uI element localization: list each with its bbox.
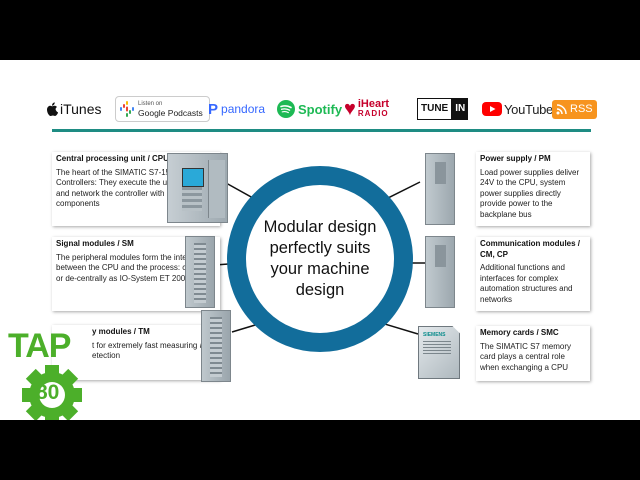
spotify-label: Spotify — [298, 101, 343, 117]
signal-module — [185, 236, 215, 308]
card-cm-title: Communication modules / CM, CP — [480, 239, 581, 259]
card-cpu-body: The heart of the SIMATIC S7-1500 Control… — [56, 167, 211, 209]
podcast-divider — [52, 129, 591, 132]
communication-module — [425, 236, 455, 308]
google-podcasts-icon — [120, 101, 134, 117]
card-smc-title: Memory cards / SMC — [480, 328, 559, 337]
itunes-link[interactable]: iTunes — [46, 98, 102, 120]
apple-icon — [47, 102, 58, 116]
google-small-label: Listen on — [138, 101, 163, 107]
pandora-icon: P — [208, 100, 219, 118]
card-pm-body: Load power supplies deliver 24V to the C… — [480, 167, 580, 219]
memory-card-brand: SIEMENS — [423, 332, 446, 338]
spotify-icon — [277, 100, 295, 118]
pandora-label: pandora — [221, 102, 266, 116]
iheart-icon: ♥ — [344, 98, 356, 120]
cpu-display-icon — [182, 168, 204, 187]
card-tm: y modules / TM t for extremely fast meas… — [52, 325, 220, 380]
rss-icon — [556, 103, 567, 114]
card-sm-title: Signal modules / SM — [56, 239, 134, 248]
rss-label: RSS — [570, 103, 593, 115]
card-pm-title: Power supply / PM — [480, 154, 551, 163]
youtube-icon — [482, 102, 502, 116]
memory-card: SIEMENS — [418, 326, 460, 379]
center-ring: Modular design perfectly suits your mach… — [227, 166, 413, 352]
center-text: Modular design perfectly suits your mach… — [263, 218, 377, 299]
iheart-main-label: iHeart — [357, 98, 390, 110]
card-cm: Communication modules / CM, CP Additiona… — [476, 237, 590, 311]
tunein-label-a: TUNE — [417, 98, 453, 120]
rss-link[interactable]: RSS — [552, 98, 597, 120]
iheartradio-link[interactable]: ♥ iHeart RADIO — [344, 98, 389, 120]
spotify-link[interactable]: Spotify — [277, 98, 342, 120]
pandora-link[interactable]: P pandora — [208, 98, 265, 120]
video-frame: iTunes Listen on Google Podcasts P pando… — [0, 60, 640, 420]
youtube-label: YouTube — [504, 101, 553, 117]
google-podcasts-link[interactable]: Listen on Google Podcasts — [115, 96, 210, 122]
card-pm: Power supply / PM Load power supplies de… — [476, 152, 590, 226]
card-smc: Memory cards / SMC The SIMATIC S7 memory… — [476, 326, 590, 381]
card-cpu-title: Central processing unit / CPU — [56, 154, 169, 163]
cpu-module — [167, 153, 228, 223]
cpu-keypad-icon — [182, 187, 202, 211]
card-tm-body: t for extremely fast measuring and etect… — [92, 340, 213, 361]
power-module — [425, 153, 455, 225]
card-smc-body: The SIMATIC S7 memory card plays a centr… — [480, 341, 571, 372]
card-sm-body: The peripheral modules form the interfac… — [56, 252, 213, 283]
logo-bottom-text: 80 — [36, 381, 60, 404]
card-tm-title: y modules / TM — [92, 327, 150, 336]
youtube-link[interactable]: YouTube — [482, 98, 553, 120]
google-main-label: Google Podcasts — [138, 108, 203, 118]
tap80-logo: TAP 80 — [8, 328, 90, 420]
technology-module — [201, 310, 231, 382]
itunes-label: iTunes — [60, 101, 102, 117]
card-cm-body: Additional functions and interfaces for … — [480, 263, 573, 304]
tunein-label-b: IN — [452, 98, 469, 120]
gear-icon — [22, 365, 82, 420]
logo-top-text: TAP — [8, 327, 71, 365]
tunein-link[interactable]: TUNE IN — [417, 97, 469, 121]
iheart-sub-label: RADIO — [357, 109, 389, 118]
